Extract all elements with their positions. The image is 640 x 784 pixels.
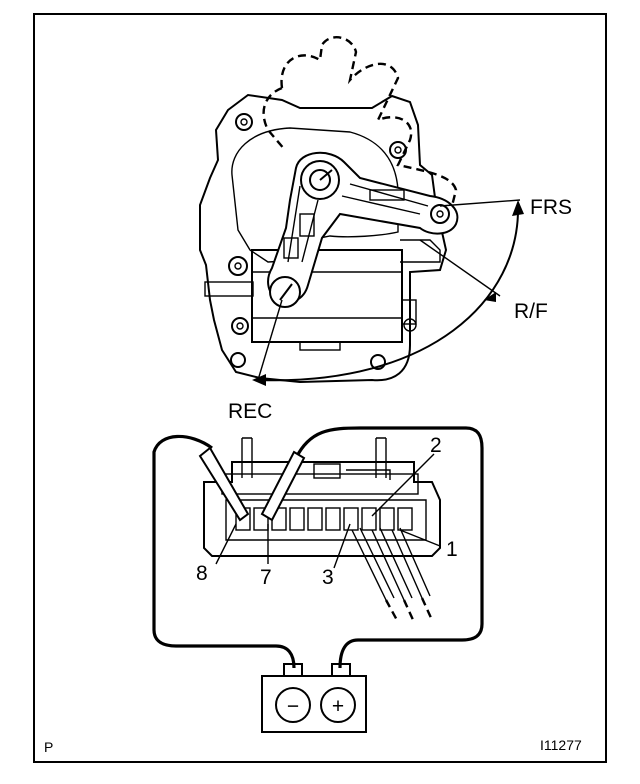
harness-wires (351, 527, 431, 601)
battery: − + (261, 663, 367, 733)
arc-arrow-frs (512, 200, 524, 216)
rotation-arc (257, 205, 520, 382)
diagram-frame (33, 13, 607, 763)
footer-left-marker: P (44, 739, 53, 755)
servo-motor (199, 36, 524, 386)
battery-positive-terminal (320, 687, 356, 723)
mount-hole-bottom-right (370, 354, 386, 370)
label-pin-8: 8 (196, 562, 208, 585)
label-pin-7: 7 (260, 566, 272, 589)
label-rec: REC (228, 400, 272, 423)
battery-negative-terminal (275, 687, 311, 723)
label-pin-2: 2 (430, 434, 442, 457)
label-rf: R/F (514, 300, 548, 323)
connector-body (203, 461, 441, 557)
arc-arrow-rec (252, 374, 266, 386)
lever-alt-position-outline (262, 36, 458, 208)
mount-hole-bottom-left (231, 317, 249, 335)
mount-hole-top-right (389, 141, 407, 159)
test-wire-positive (294, 426, 484, 669)
housing-inner-panel (231, 127, 399, 263)
arc-arrow-rf (484, 292, 496, 302)
mount-hole-left (228, 256, 248, 276)
battery-positive-symbol: + (332, 695, 344, 718)
housing-outline (199, 93, 448, 384)
probe-pin-7 (260, 450, 306, 522)
label-frs: FRS (530, 196, 572, 219)
mount-hole-bottom-center (230, 352, 246, 368)
test-wire-negative (152, 434, 296, 669)
label-pin-3: 3 (322, 566, 334, 589)
connector-assembly (152, 426, 484, 669)
battery-case (261, 675, 367, 733)
figure-code: I11277 (540, 737, 582, 753)
lever-end-pin (430, 204, 450, 224)
battery-negative-symbol: − (287, 695, 299, 718)
label-pin-1: 1 (446, 538, 458, 561)
probe-pin-8 (198, 446, 250, 522)
servo-lever (267, 151, 459, 304)
mount-hole-top-left (235, 113, 253, 131)
